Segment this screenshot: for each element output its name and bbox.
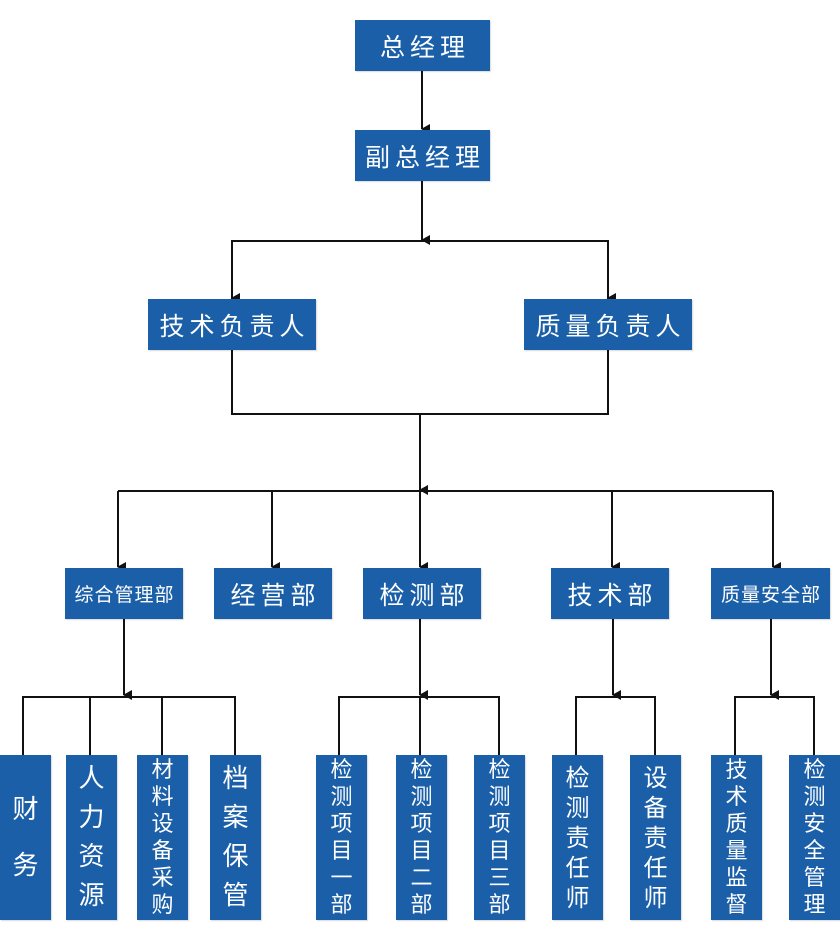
vertical-char: 检 (410, 757, 433, 783)
node-unit-hr: 人力资源 (66, 755, 117, 920)
vertical-char: 量 (725, 838, 748, 864)
vertical-char: 二 (410, 865, 433, 891)
node-unit-safety-management: 检测安全管理 (789, 755, 840, 920)
vertical-char: 料 (151, 784, 174, 810)
vertical-char: 技 (725, 757, 748, 783)
vertical-char: 备 (151, 838, 174, 864)
vertical-char: 术 (725, 784, 748, 810)
node-unit-procurement: 材料设备采购 (137, 755, 188, 920)
node-dept-tech: 技术部 (551, 568, 669, 619)
vertical-char: 档 (222, 763, 249, 794)
vertical-char: 设 (643, 763, 668, 792)
vertical-char: 测 (410, 784, 433, 810)
vertical-char: 目 (330, 838, 353, 864)
vertical-char: 责 (565, 823, 590, 852)
vertical-char: 管 (803, 865, 826, 891)
vertical-char: 保 (222, 841, 249, 872)
connector-leads-merge (231, 350, 609, 415)
node-unit-testing-engineer: 检测责任师 (552, 755, 603, 920)
node-dept-quality-safety: 质量安全部 (711, 568, 830, 619)
vertical-char: 管 (222, 880, 249, 911)
vertical-char: 项 (410, 811, 433, 837)
vertical-char: 部 (330, 892, 353, 918)
vertical-char: 三 (488, 865, 511, 891)
vertical-char: 理 (803, 892, 826, 918)
vertical-char: 目 (410, 838, 433, 864)
vertical-char: 安 (803, 811, 826, 837)
vertical-char: 检 (565, 763, 590, 792)
node-technical-lead: 技术负责人 (148, 299, 316, 350)
vertical-char: 全 (803, 838, 826, 864)
vertical-char: 一 (330, 865, 353, 891)
vertical-char: 任 (565, 853, 590, 882)
node-unit-testing-2: 检测项目二部 (396, 755, 447, 920)
vertical-char: 备 (643, 793, 668, 822)
vertical-char: 部 (410, 892, 433, 918)
node-dept-testing: 检测部 (363, 568, 481, 619)
vertical-char: 部 (488, 892, 511, 918)
vertical-char: 务 (12, 850, 39, 881)
node-unit-quality-supervision: 技术质量监督 (711, 755, 762, 920)
vertical-char: 质 (725, 811, 748, 837)
vertical-char: 检 (803, 757, 826, 783)
vertical-char: 人 (78, 763, 105, 794)
vertical-char: 项 (330, 811, 353, 837)
node-unit-equipment-engineer: 设备责任师 (630, 755, 681, 920)
vertical-char: 任 (643, 853, 668, 882)
node-unit-finance: 财务 (0, 755, 51, 920)
vertical-char: 责 (643, 823, 668, 852)
connector-admin-bar (22, 696, 236, 755)
connector-leads-bar (231, 240, 609, 299)
vertical-char: 测 (488, 784, 511, 810)
vertical-char: 采 (151, 865, 174, 891)
vertical-char: 监 (725, 865, 748, 891)
vertical-char: 测 (330, 784, 353, 810)
vertical-char: 财 (12, 794, 39, 825)
vertical-char: 检 (488, 757, 511, 783)
connector-quality-bar (734, 696, 815, 755)
node-dept-admin: 综合管理部 (65, 568, 183, 619)
vertical-char: 检 (330, 757, 353, 783)
node-general-manager: 总经理 (355, 20, 490, 71)
vertical-char: 资 (78, 841, 105, 872)
vertical-char: 师 (643, 883, 668, 912)
node-unit-archives: 档案保管 (210, 755, 261, 920)
vertical-char: 案 (222, 802, 249, 833)
vertical-char: 测 (565, 793, 590, 822)
vertical-char: 设 (151, 811, 174, 837)
vertical-char: 督 (725, 892, 748, 918)
vertical-char: 项 (488, 811, 511, 837)
vertical-char: 源 (78, 880, 105, 911)
vertical-char: 师 (565, 883, 590, 912)
node-dept-business: 经营部 (214, 568, 332, 619)
connector-tech-bar (575, 696, 656, 755)
node-quality-lead: 质量负责人 (524, 299, 692, 350)
node-unit-testing-3: 检测项目三部 (474, 755, 525, 920)
node-deputy-general-manager: 副总经理 (355, 130, 490, 181)
vertical-char: 材 (151, 757, 174, 783)
vertical-char: 测 (803, 784, 826, 810)
vertical-char: 购 (151, 892, 174, 918)
vertical-char: 力 (78, 802, 105, 833)
vertical-char: 目 (488, 838, 511, 864)
node-unit-testing-1: 检测项目一部 (316, 755, 367, 920)
